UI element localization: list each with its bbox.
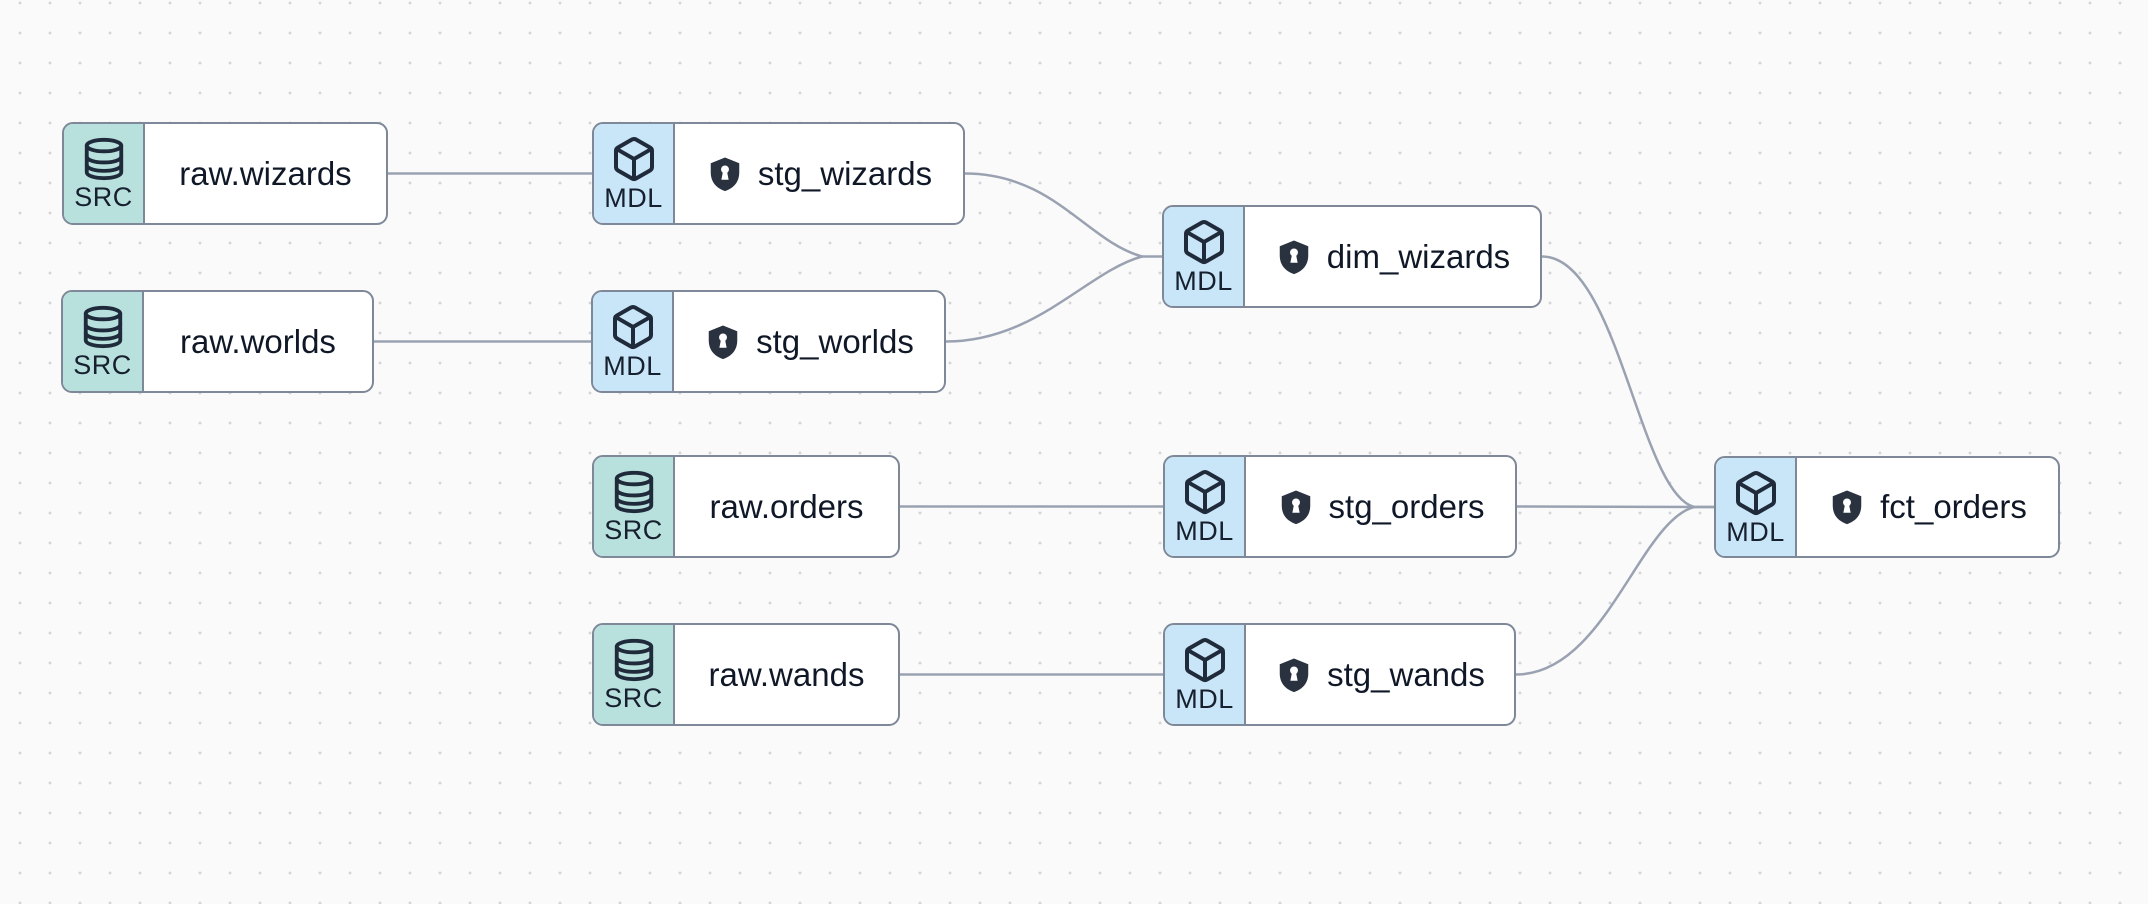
node-body: raw.worlds: [144, 292, 372, 391]
shield-icon: [1279, 658, 1309, 692]
box-icon: [1735, 470, 1776, 515]
node-body: raw.orders: [675, 457, 898, 556]
node-body: stg_worlds: [674, 292, 944, 391]
node-type-badge-model: MDL: [1165, 457, 1246, 556]
node-type-badge-model: MDL: [594, 124, 675, 223]
node-raw_worlds[interactable]: SRC raw.worlds: [61, 290, 374, 393]
shield-icon: [1832, 490, 1862, 525]
node-dim_wizards[interactable]: MDL dim_wizards: [1162, 205, 1542, 308]
box-icon: [1184, 470, 1225, 515]
node-label: raw.wands: [708, 655, 865, 693]
edge-stg_wands-fct_orders: [1514, 505, 1696, 676]
shield-icon: [710, 157, 740, 191]
shield-icon: [1281, 490, 1310, 524]
node-type-badge-model: MDL: [593, 292, 674, 391]
node-stg_orders[interactable]: MDL stg_orders: [1163, 455, 1517, 558]
node-label: raw.orders: [709, 487, 864, 525]
node-label: dim_wizards: [1326, 237, 1511, 275]
node-type-badge-source: SRC: [63, 292, 144, 391]
node-type-label: MDL: [1174, 266, 1233, 296]
edge-stg_orders-fct_orders: [1515, 505, 1716, 509]
box-icon: [1184, 638, 1225, 683]
node-body: stg_wizards: [675, 124, 963, 223]
box-icon: [612, 305, 653, 350]
node-label: stg_wizards: [757, 154, 933, 192]
node-body: raw.wizards: [145, 124, 386, 223]
node-type-label: SRC: [604, 683, 663, 713]
node-type-label: SRC: [604, 515, 663, 545]
node-type-label: SRC: [74, 182, 133, 212]
node-raw_wands[interactable]: SRC raw.wands: [592, 623, 900, 726]
database-icon: [614, 470, 653, 514]
shield-icon: [1279, 240, 1309, 274]
box-icon: [1183, 220, 1224, 265]
node-body: dim_wizards: [1245, 207, 1540, 306]
node-label: raw.worlds: [180, 322, 336, 360]
node-type-badge-model: MDL: [1716, 458, 1797, 556]
node-type-badge-model: MDL: [1164, 207, 1245, 306]
node-label: raw.wizards: [179, 154, 352, 192]
node-label: fct_orders: [1880, 488, 2027, 525]
node-body: stg_orders: [1246, 457, 1515, 556]
node-type-badge-source: SRC: [64, 124, 145, 223]
node-stg_worlds[interactable]: MDL stg_worlds: [591, 290, 946, 393]
box-icon: [613, 137, 654, 182]
node-type-label: SRC: [73, 350, 132, 380]
database-icon: [84, 137, 123, 181]
node-raw_orders[interactable]: SRC raw.orders: [592, 455, 900, 558]
database-icon: [83, 305, 122, 349]
database-icon: [614, 638, 653, 682]
edge-dim_wizards-fct_orders: [1540, 255, 1696, 509]
node-body: fct_orders: [1797, 458, 2058, 556]
node-raw_wizards[interactable]: SRC raw.wizards: [62, 122, 388, 225]
node-fct_orders[interactable]: MDL fct_orders: [1714, 456, 2060, 558]
node-body: stg_wands: [1246, 625, 1514, 724]
shield-icon: [708, 325, 738, 359]
node-type-label: MDL: [1175, 684, 1234, 714]
node-label: stg_orders: [1328, 487, 1485, 525]
node-stg_wands[interactable]: MDL stg_wands: [1163, 623, 1516, 726]
node-type-label: MDL: [1175, 516, 1234, 546]
node-type-badge-source: SRC: [594, 625, 675, 724]
node-body: raw.wands: [675, 625, 898, 724]
node-type-badge-model: MDL: [1165, 625, 1246, 724]
node-label: stg_wands: [1327, 655, 1485, 693]
edge-stg_worlds-dim_wizards: [944, 255, 1144, 343]
edge-stg_wizards-dim_wizards: [963, 172, 1144, 258]
node-stg_wizards[interactable]: MDL stg_wizards: [592, 122, 965, 225]
node-type-label: MDL: [1726, 516, 1785, 547]
node-type-badge-source: SRC: [594, 457, 675, 556]
node-label: stg_worlds: [756, 322, 914, 360]
node-type-label: MDL: [603, 351, 662, 381]
node-type-label: MDL: [604, 183, 663, 213]
